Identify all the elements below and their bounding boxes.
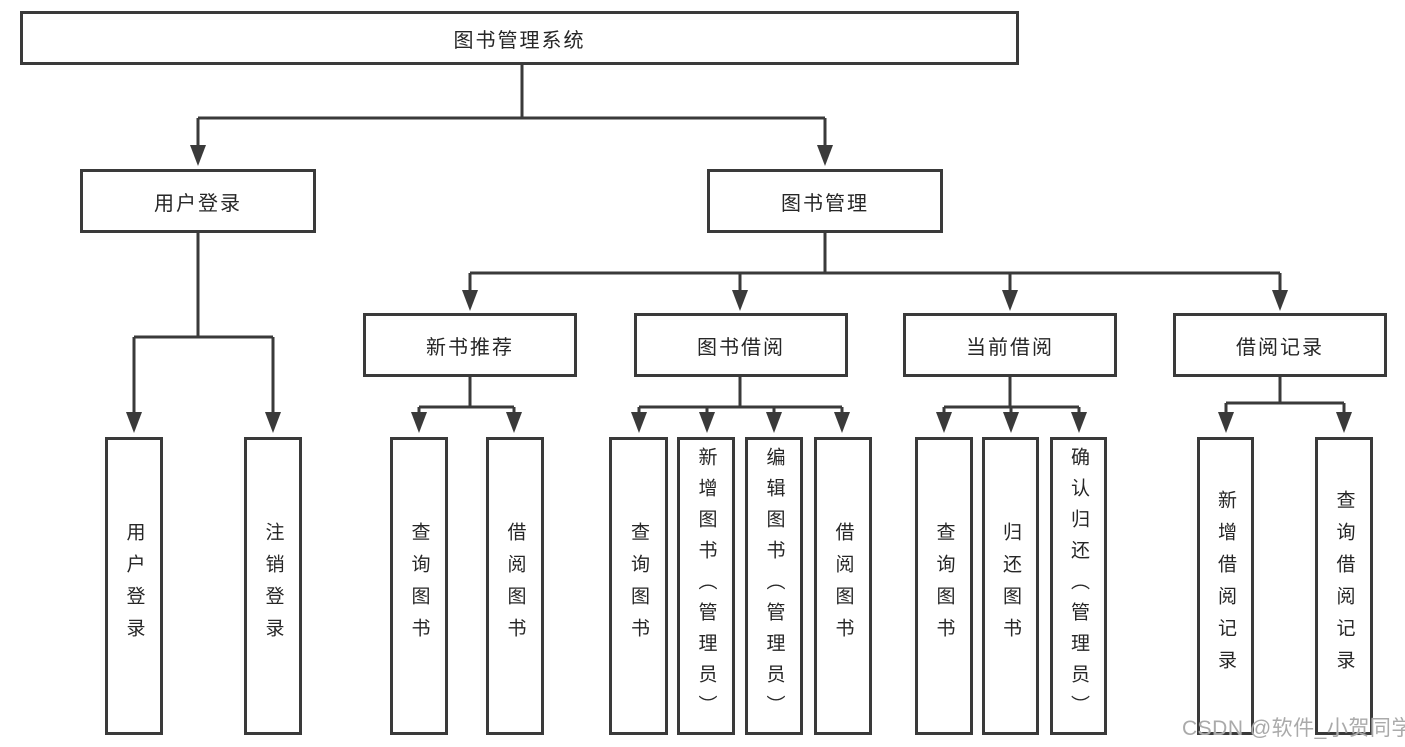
- node-label: 查询图书: [408, 522, 430, 650]
- arrow-down-icon: [1218, 412, 1234, 433]
- arrow-down-icon: [126, 412, 142, 433]
- leaf-query-books-borrow: 查询图书: [609, 437, 668, 735]
- node-label: 当前借阅: [966, 336, 1054, 359]
- arrow-down-icon: [936, 412, 952, 433]
- leaf-borrow-books-recommend: 借阅图书: [486, 437, 544, 735]
- node-label: 编辑图书（管理员）: [763, 446, 785, 726]
- node-borrow-records: 借阅记录: [1173, 313, 1387, 377]
- connector-root: [190, 65, 833, 166]
- node-label: 归还图书: [1000, 522, 1021, 650]
- arrow-down-icon: [1003, 412, 1019, 433]
- connector-book-borrow: [631, 377, 850, 433]
- arrow-down-icon: [506, 412, 522, 433]
- arrow-down-icon: [1336, 412, 1352, 433]
- node-label: 新增图书（管理员）: [695, 446, 717, 726]
- node-user-login: 用户登录: [80, 169, 316, 233]
- node-root-system: 图书管理系统: [20, 11, 1019, 65]
- node-label: 用户登录: [123, 522, 145, 650]
- watermark: CSDN @软件_小贺同学: [1182, 717, 1405, 740]
- node-label: 查询图书: [628, 522, 649, 650]
- arrow-down-icon: [732, 290, 748, 311]
- arrow-down-icon: [766, 412, 782, 433]
- node-label: 确认归还（管理员）: [1068, 446, 1089, 726]
- node-label: 借阅图书: [832, 522, 854, 650]
- connector-borrow-records: [1218, 377, 1352, 433]
- arrow-down-icon: [699, 412, 715, 433]
- arrow-down-icon: [631, 412, 647, 433]
- leaf-return-books: 归还图书: [982, 437, 1039, 735]
- node-label: 借阅记录: [1236, 336, 1324, 359]
- leaf-query-borrow-record: 查询借阅记录: [1315, 437, 1373, 735]
- arrow-down-icon: [1272, 290, 1288, 311]
- connector-new-book: [411, 377, 522, 433]
- node-current-borrow: 当前借阅: [903, 313, 1117, 377]
- leaf-query-books-recommend: 查询图书: [390, 437, 448, 735]
- connector-current-borrow: [936, 377, 1087, 433]
- node-label: 图书借阅: [697, 336, 785, 359]
- node-label: 新书推荐: [426, 336, 514, 359]
- leaf-confirm-return-admin: 确认归还（管理员）: [1050, 437, 1107, 735]
- arrow-down-icon: [834, 412, 850, 433]
- node-book-borrow: 图书借阅: [634, 313, 848, 377]
- node-book-management: 图书管理: [707, 169, 943, 233]
- connector-book-management: [462, 233, 1288, 311]
- node-new-book-recommend: 新书推荐: [363, 313, 577, 377]
- leaf-edit-books-admin: 编辑图书（管理员）: [745, 437, 803, 735]
- arrow-down-icon: [462, 290, 478, 311]
- arrow-down-icon: [411, 412, 427, 433]
- node-label: 图书管理系统: [453, 29, 586, 52]
- leaf-query-books-current: 查询图书: [915, 437, 973, 735]
- connector-user-login: [126, 233, 281, 433]
- arrow-down-icon: [265, 412, 281, 433]
- arrow-down-icon: [817, 145, 833, 166]
- node-label: 借阅图书: [504, 522, 526, 650]
- leaf-borrow-books: 借阅图书: [814, 437, 872, 735]
- arrow-down-icon: [1002, 290, 1018, 311]
- leaf-logout: 注销登录: [244, 437, 302, 735]
- leaf-add-borrow-record: 新增借阅记录: [1197, 437, 1254, 735]
- node-label: 查询借阅记录: [1333, 490, 1355, 682]
- arrow-down-icon: [1071, 412, 1087, 433]
- leaf-add-books-admin: 新增图书（管理员）: [677, 437, 735, 735]
- leaf-user-login: 用户登录: [105, 437, 163, 735]
- node-label: 注销登录: [262, 522, 284, 650]
- arrow-down-icon: [190, 145, 206, 166]
- node-label: 查询图书: [933, 522, 955, 650]
- node-label: 用户登录: [154, 192, 242, 215]
- node-label: 新增借阅记录: [1215, 490, 1236, 682]
- node-label: 图书管理: [781, 192, 869, 215]
